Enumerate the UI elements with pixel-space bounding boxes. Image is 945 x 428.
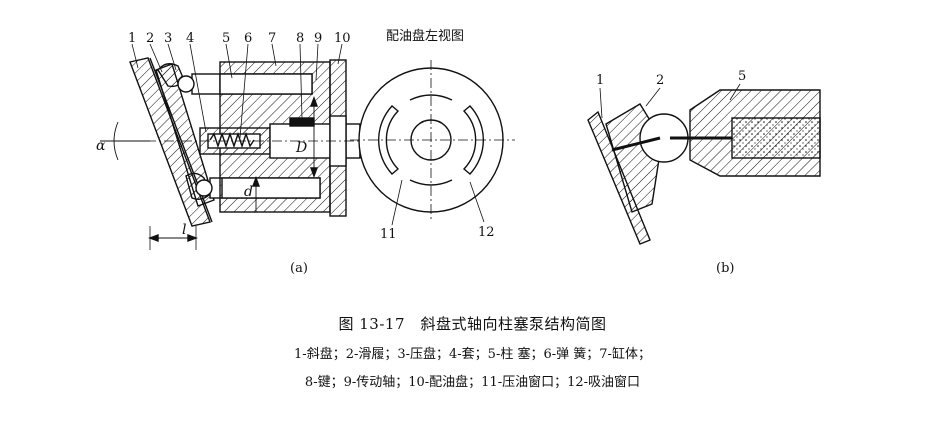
key-shape [289, 117, 315, 127]
label-b-5: 5 [738, 69, 746, 84]
section-view-a [100, 43, 370, 250]
label-9: 9 [314, 31, 322, 46]
port-plate-left-view [350, 60, 515, 226]
spring-shape [209, 131, 255, 149]
label-3: 3 [164, 31, 172, 46]
figure-legend-line-2: 8-键；9-传动轴；10-配油盘；11-压油窗口；12-吸油窗口 [304, 375, 641, 390]
subfigure-a-label: (a) [290, 261, 308, 276]
figure-caption-title: 图 13-17 斜盘式轴向柱塞泵结构简图 [338, 315, 607, 333]
port-plate-view-title: 配油盘左视图 [386, 28, 464, 44]
label-5: 5 [222, 31, 230, 46]
slipper-detail-b [587, 83, 821, 245]
label-10: 10 [334, 31, 351, 46]
label-12: 12 [478, 225, 495, 240]
symbol-D: D [295, 140, 307, 156]
subfigure-b-label: (b) [716, 261, 734, 276]
pump-diagram: 1 2 3 4 5 6 7 8 9 10 11 12 α l D d 配油盘左视… [96, 28, 821, 276]
pressure-window [378, 105, 400, 175]
symbol-l: l [182, 222, 186, 238]
label-11: 11 [380, 227, 397, 242]
label-1: 1 [128, 31, 136, 46]
symbol-alpha: α [96, 138, 106, 154]
label-7: 7 [268, 31, 276, 46]
symbol-d: d [244, 184, 253, 200]
label-2: 2 [146, 31, 154, 46]
label-b-1: 1 [596, 73, 604, 88]
figure-legend-line-1: 1-斜盘；2-滑履；3-压盘；4-套；5-柱 塞；6-弹 簧；7-缸体； [294, 347, 651, 362]
label-8: 8 [296, 31, 304, 46]
label-4: 4 [186, 31, 194, 46]
part-number-labels: 1 2 3 4 5 6 7 8 9 10 11 12 α l D d 配油盘左视… [96, 28, 746, 276]
suction-window [462, 105, 484, 175]
label-b-2: 2 [656, 73, 664, 88]
label-6: 6 [244, 31, 252, 46]
